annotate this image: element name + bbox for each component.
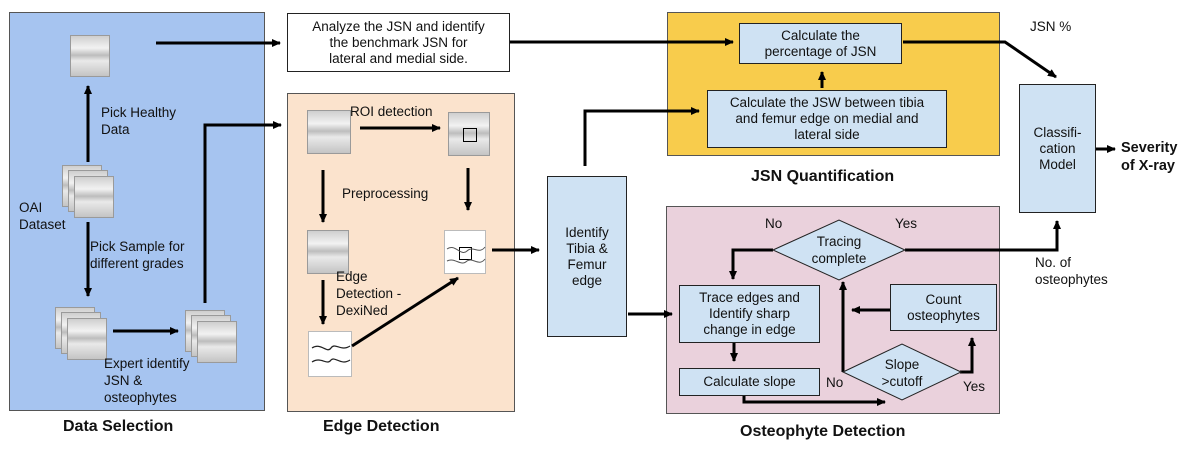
arrow-decision-to-count (960, 337, 976, 374)
dataset-label: OAI Dataset (19, 200, 66, 232)
calculate-jsn-percentage-box: Calculate the percentage of JSN (739, 23, 902, 64)
classification-model-box: Classifi- cation Model (1019, 84, 1096, 213)
edge-map-graphic (311, 345, 351, 363)
roi-detection-label: ROI detection (350, 104, 433, 119)
section-title-jsn-quantification: JSN Quantification (751, 168, 895, 185)
pick-sample-label: Pick Sample for different grades (90, 239, 185, 271)
arrow-identify-to-jsw (583, 107, 700, 166)
slope-no-label: No (826, 375, 844, 390)
section-title-osteophyte-detection: Osteophyte Detection (740, 423, 906, 440)
xray-stack-layer (197, 321, 237, 363)
xray-stack-layer (74, 176, 114, 218)
edge-map-thumbnail (308, 331, 352, 377)
tracing-no-label: No (765, 216, 783, 231)
severity-output-label: Severity of X-ray (1121, 140, 1178, 174)
tracing-yes-label: Yes (895, 216, 918, 231)
input-xray-thumbnail (307, 110, 351, 154)
pick-healthy-label: Pick Healthy Data (101, 105, 177, 137)
edge-roi-graphic (446, 246, 486, 264)
trace-edges-box: Trace edges and Identify sharp change in… (679, 285, 820, 343)
slope-yes-label: Yes (963, 379, 986, 394)
calculate-slope-box: Calculate slope (679, 368, 820, 396)
slope-cutoff-label: Slope >cutoff (881, 357, 923, 389)
identify-tibia-femur-box: Identify Tibia & Femur edge (547, 176, 627, 337)
tracing-complete-label: Tracing complete (811, 234, 867, 266)
slope-cutoff-diamond (841, 343, 963, 401)
arrow-slope-to-decision (742, 396, 886, 406)
section-title-data-selection: Data Selection (63, 418, 174, 435)
xray-stack-layer (67, 318, 107, 360)
roi-xray-thumbnail (448, 112, 490, 156)
arrow-tracing-no-to-trace (729, 248, 773, 280)
healthy-xray-thumbnail (70, 35, 110, 77)
edge-roi-thumbnail (444, 230, 486, 274)
preprocessed-xray-thumbnail (307, 230, 349, 274)
preprocessing-label: Preprocessing (342, 186, 429, 201)
arrow-tracing-yes-to-classification (905, 220, 1061, 252)
section-title-edge-detection: Edge Detection (323, 418, 440, 435)
arrow-edge-map-to-edge-roi (351, 276, 459, 348)
roi-box (459, 247, 472, 260)
arrow-percentage-to-classification (903, 40, 1057, 79)
dexined-label: Edge Detection - DexiNed (336, 269, 402, 318)
arrow-expert-to-edge-input (203, 121, 282, 303)
expert-identify-label: Expert identify JSN & osteophytes (104, 356, 190, 405)
roi-box (463, 128, 477, 142)
number-of-osteophytes-label: No. of osteophytes (1035, 255, 1108, 287)
jsn-percent-label: JSN % (1030, 19, 1072, 34)
calculate-jsw-box: Calculate the JSW between tibia and femu… (707, 90, 947, 148)
count-osteophytes-box: Count osteophytes (890, 284, 997, 331)
tracing-complete-diamond (771, 219, 907, 281)
analyze-jsn-box: Analyze the JSN and identify the benchma… (287, 13, 510, 72)
